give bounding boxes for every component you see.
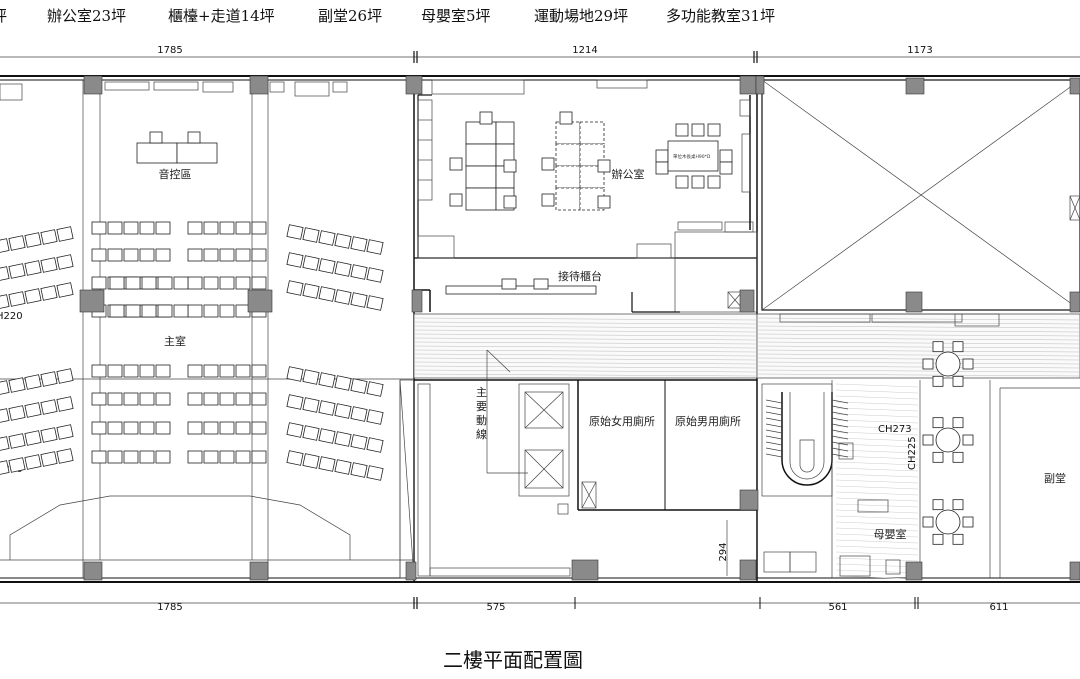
- area-label-side-hall: 副堂26坪: [318, 7, 382, 25]
- dim-bottom-4: 611: [989, 602, 1008, 613]
- label-control-area: 音控區: [159, 167, 192, 181]
- label-main-route-char: 線: [476, 427, 487, 441]
- header-area-labels: 坪 辦公室23坪 櫃檯+走道14坪 副堂26坪 母嬰室5坪 運動場地29坪 多功…: [0, 7, 775, 25]
- label-side-hall: 副堂: [1044, 472, 1066, 485]
- label-men-restroom: 原始男用廁所: [675, 414, 741, 428]
- dim-top-2: 1214: [572, 45, 597, 56]
- stair-nursing-side-hall: CH273 CH225 母嬰室 副堂: [761, 341, 1080, 578]
- svg-text:單位木長桌H90*D: 單位木長桌H90*D: [673, 153, 711, 160]
- area-label-classroom: 多功能教室31坪: [666, 7, 775, 25]
- area-label-office: 辦公室23坪: [47, 7, 126, 25]
- office-area: 單位木長桌H90*D 辦公室 接待櫃台: [414, 79, 758, 313]
- bottom-dimension-line: 1785 575 561 611: [0, 597, 1080, 613]
- structural-columns: [79, 75, 1080, 581]
- label-main-route-char: 主: [476, 386, 487, 399]
- area-label-counter: 櫃檯+走道14坪: [168, 7, 275, 25]
- area-label-sports: 運動場地29坪: [534, 7, 628, 25]
- dim-bottom-1: 1785: [157, 602, 182, 613]
- area-label-0: 坪: [0, 7, 7, 25]
- label-nursing-room: 母嬰室: [874, 527, 907, 541]
- label-women-restroom: 原始女用廁所: [589, 414, 655, 428]
- main-hall: 音控區 主室 H220 H240: [0, 80, 415, 579]
- dim-vertical-294: 294: [718, 542, 729, 561]
- control-desk-right: [176, 142, 218, 164]
- dim-top-3: 1173: [907, 45, 932, 56]
- label-main-route-char: 動: [476, 413, 487, 427]
- label-h220: H220: [0, 311, 23, 322]
- drawing-title: 二樓平面配置圖: [443, 648, 583, 672]
- dim-top-1: 1785: [157, 45, 182, 56]
- reception-counter: [445, 285, 597, 295]
- control-desk-left: [136, 142, 178, 164]
- label-main-hall: 主室: [164, 334, 186, 348]
- dim-bottom-2: 575: [486, 602, 505, 613]
- corridor: [413, 313, 1080, 580]
- area-label-nursing: 母嬰室5坪: [421, 7, 491, 25]
- dim-bottom-3: 561: [828, 602, 847, 613]
- label-main-route-char: 要: [476, 400, 487, 413]
- side-hall-round-tables: [922, 341, 974, 545]
- sports-field: [761, 79, 1080, 327]
- dim-ch225: CH225: [907, 436, 918, 470]
- label-office: 辦公室: [612, 167, 645, 181]
- label-ch273: CH273: [878, 424, 912, 435]
- office-desks: [449, 111, 733, 211]
- top-dimension-line: 1785 1214 1173: [0, 45, 1080, 63]
- label-reception: 接待櫃台: [558, 269, 602, 283]
- main-hall-seating: [0, 221, 384, 481]
- meeting-table: [667, 140, 719, 172]
